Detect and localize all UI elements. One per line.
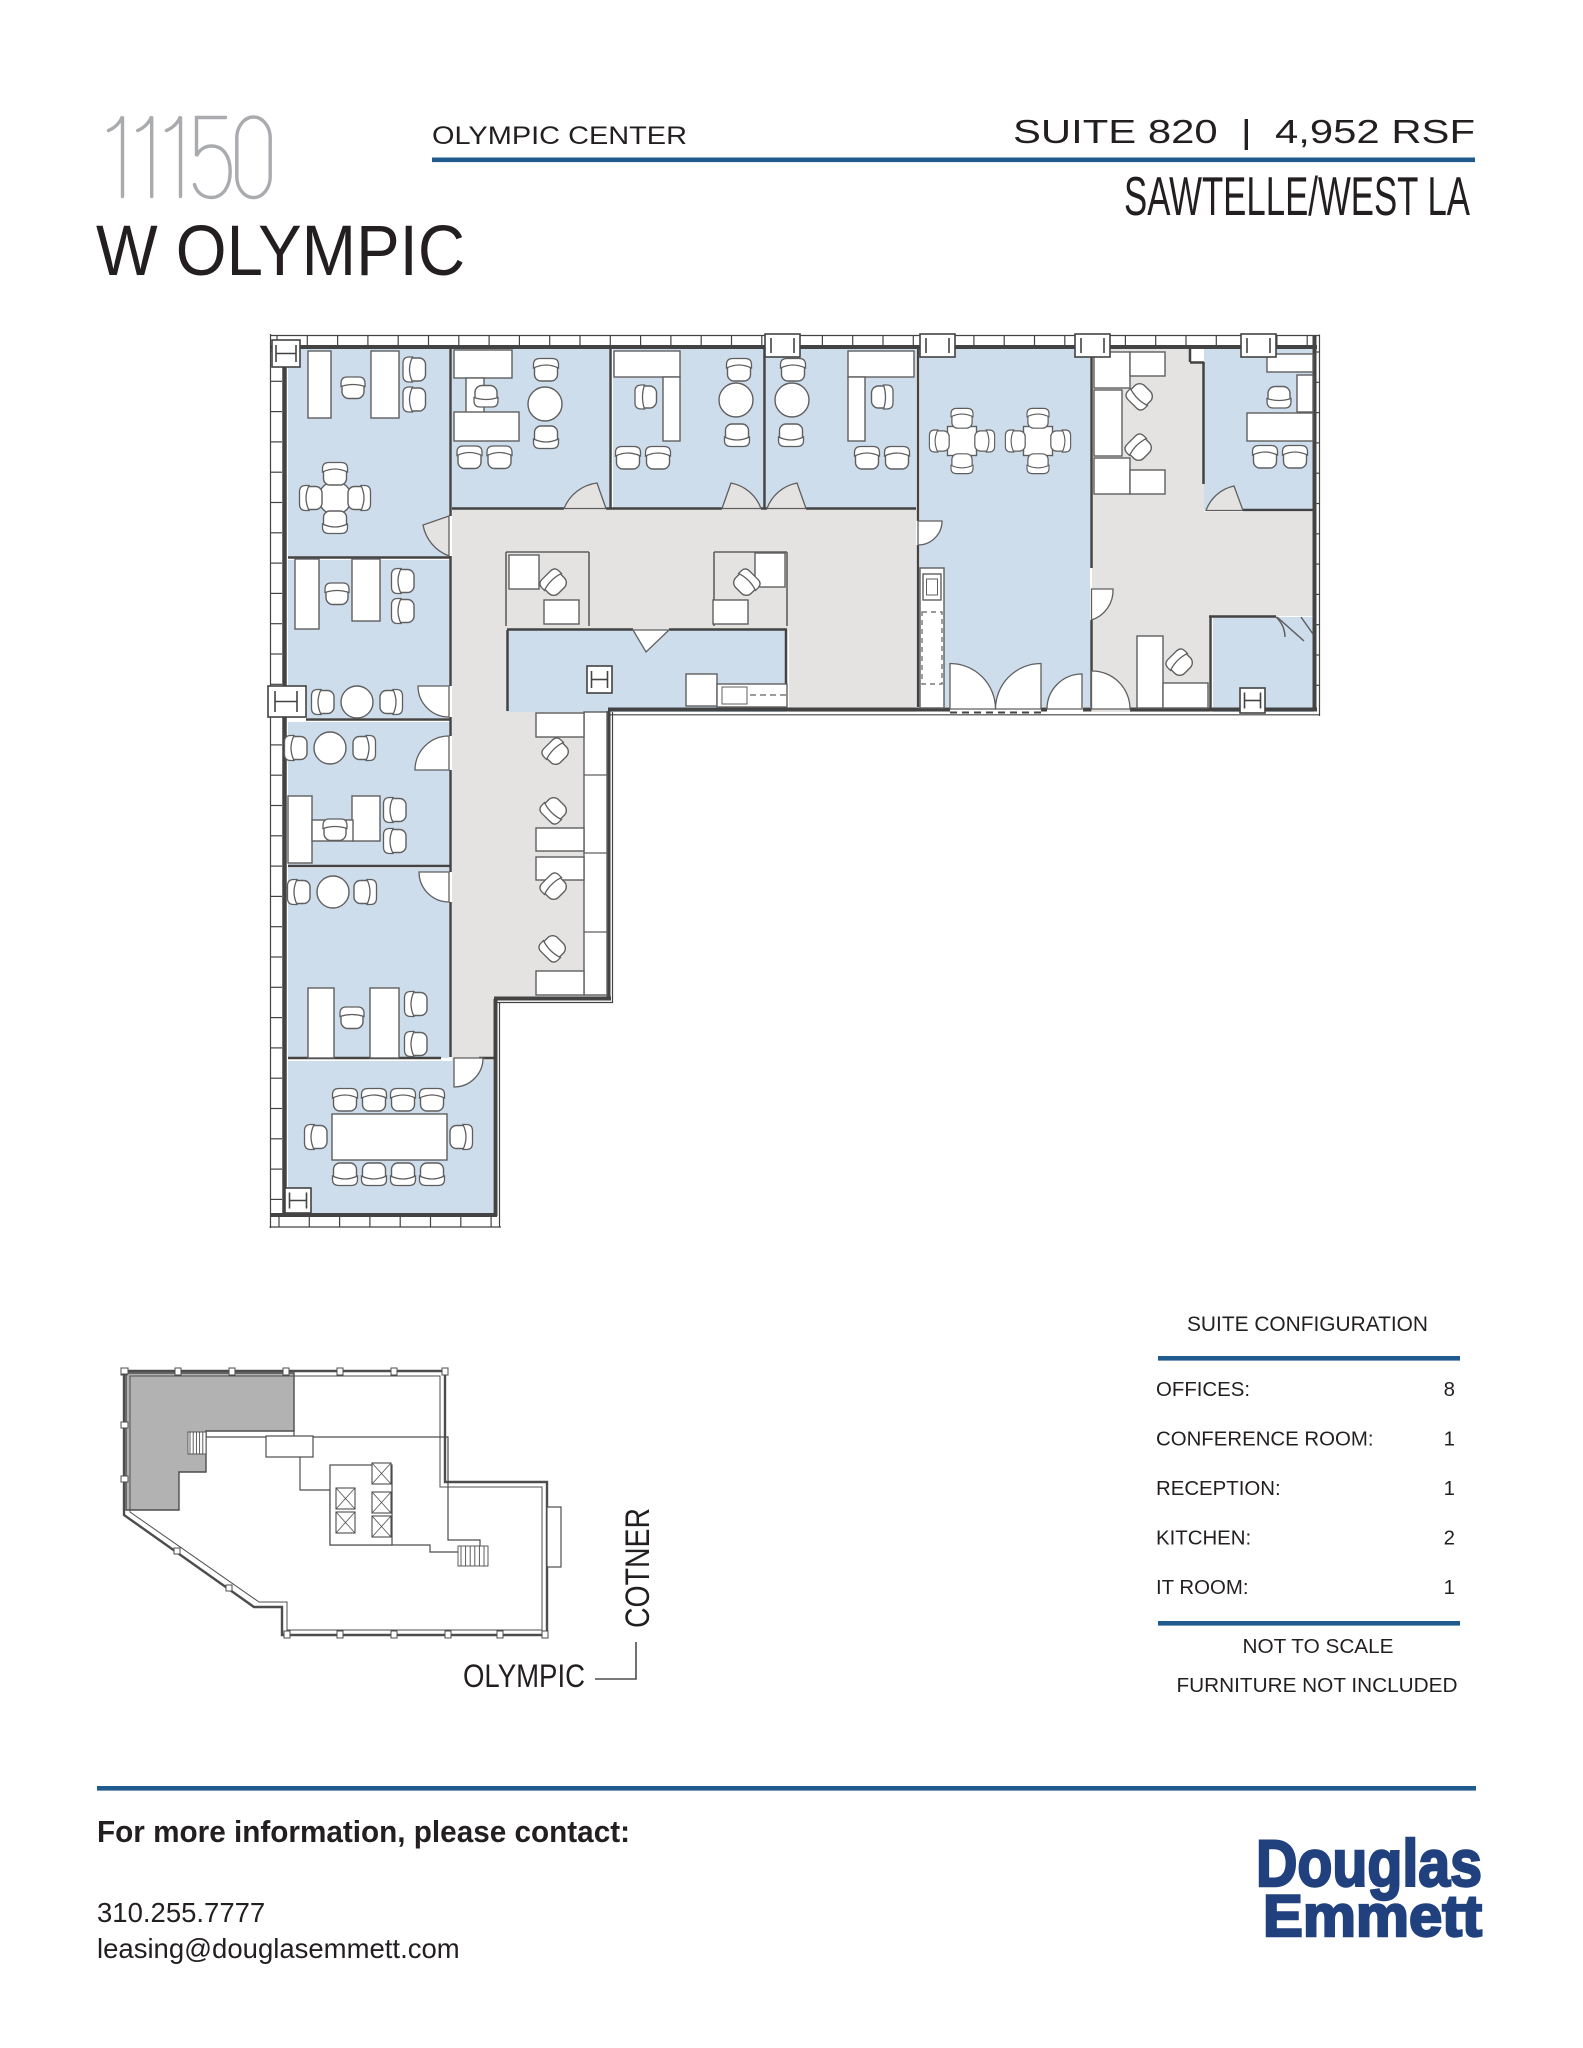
svg-text:CONFERENCE ROOM:: CONFERENCE ROOM:	[1156, 1429, 1374, 1451]
svg-text:OLYMPIC CENTER: OLYMPIC CENTER	[432, 122, 687, 150]
svg-text:For more information, please c: For more information, please contact:	[97, 1814, 630, 1849]
svg-text:Douglas: Douglas	[1256, 1826, 1482, 1900]
svg-text:Emmett: Emmett	[1263, 1884, 1482, 1949]
svg-text:RECEPTION:: RECEPTION:	[1156, 1478, 1281, 1500]
svg-text:1: 1	[1444, 1478, 1455, 1500]
svg-text:SUITE CONFIGURATION: SUITE CONFIGURATION	[1187, 1313, 1428, 1336]
svg-text:FURNITURE NOT INCLUDED: FURNITURE NOT INCLUDED	[1177, 1675, 1458, 1697]
svg-text:OLYMPIC: OLYMPIC	[463, 1658, 585, 1694]
svg-text:KITCHEN:: KITCHEN:	[1156, 1528, 1251, 1550]
svg-text:1: 1	[1444, 1429, 1455, 1451]
svg-text:W OLYMPIC: W OLYMPIC	[96, 212, 465, 291]
svg-text:OFFICES:: OFFICES:	[1156, 1379, 1250, 1401]
svg-text:SUITE 820 | 4,952 RSF: SUITE 820 | 4,952 RSF	[1013, 113, 1475, 150]
svg-text:NOT TO SCALE: NOT TO SCALE	[1243, 1636, 1394, 1658]
svg-text:COTNER: COTNER	[619, 1508, 657, 1628]
svg-text:IT ROOM:: IT ROOM:	[1156, 1577, 1249, 1599]
svg-text:SAWTELLE/WEST LA: SAWTELLE/WEST LA	[1124, 165, 1470, 227]
svg-text:8: 8	[1444, 1379, 1455, 1401]
svg-text:310.255.7777: 310.255.7777	[97, 1897, 265, 1928]
svg-text:2: 2	[1444, 1528, 1455, 1550]
svg-text:1: 1	[1444, 1577, 1455, 1599]
svg-text:leasing@douglasemmett.com: leasing@douglasemmett.com	[97, 1933, 460, 1964]
